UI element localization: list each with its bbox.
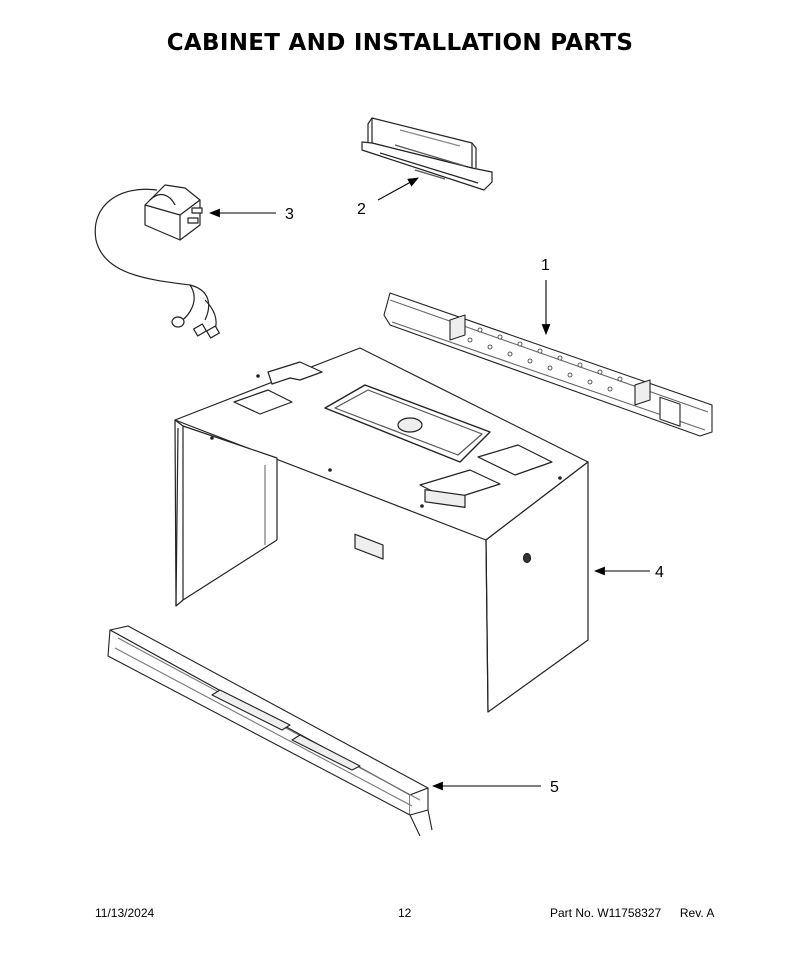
callout-4: 4 xyxy=(655,564,664,581)
callout-1: 1 xyxy=(541,257,550,274)
part-3-power-cord xyxy=(94,184,220,339)
footer-revision: Rev. A xyxy=(679,906,715,920)
callout-2: 2 xyxy=(357,201,366,218)
callout-5: 5 xyxy=(550,779,559,796)
callout-3: 3 xyxy=(285,206,294,223)
callout-leaders xyxy=(208,177,650,791)
part-2-vent-damper xyxy=(361,117,493,191)
page-title: CABINET AND INSTALLATION PARTS xyxy=(166,30,634,56)
footer-page-number: 12 xyxy=(398,906,412,920)
footer-part-info: Part No. W11758327 Rev. A xyxy=(550,906,714,920)
footer-part-label: Part No. xyxy=(550,906,595,920)
part-5-lower-trim xyxy=(107,625,433,837)
footer-part-number: W11758327 xyxy=(597,906,662,920)
part-4-cabinet-wrapper xyxy=(174,347,589,713)
footer-date: 11/13/2024 xyxy=(95,906,155,920)
leader-2 xyxy=(377,177,419,201)
